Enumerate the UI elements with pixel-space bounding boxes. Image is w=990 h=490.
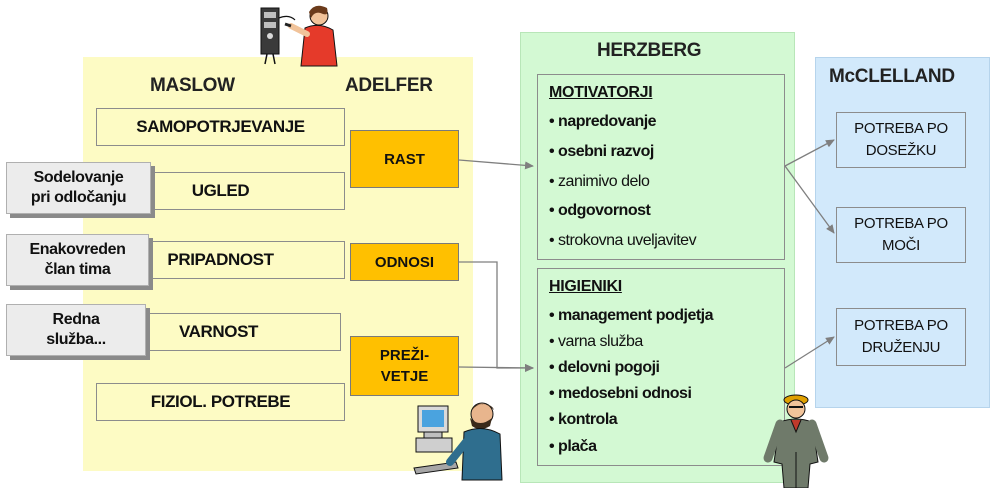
arrow-to-power xyxy=(784,165,835,234)
motivators-box xyxy=(537,74,785,260)
side-note-decision-participation: Sodelovanje pri odločanju xyxy=(6,162,151,214)
side-note-team-member: Enakovreden član tima xyxy=(6,234,149,286)
motivator-item: • osebni razvoj xyxy=(549,143,654,160)
motivator-item: • strokovna uveljavitev xyxy=(549,232,697,249)
side-note-line: pri odločanju xyxy=(30,189,127,206)
adelfer-relatedness-label: ODNOSI xyxy=(374,253,435,271)
side-note-regular-job: Redna služba... xyxy=(6,304,146,356)
adelfer-title: ADELFER xyxy=(345,75,433,96)
maslow-title: MASLOW xyxy=(150,75,235,96)
arrow-existence-to-hygiene xyxy=(458,363,534,372)
hygiene-item: • medosebni odnosi xyxy=(549,385,692,402)
need-label-line: POTREBA PO xyxy=(854,119,948,137)
side-note-line: Sodelovanje xyxy=(33,169,124,186)
side-note-line: član tima xyxy=(44,261,111,278)
adelfer-growth-label: RAST xyxy=(384,150,425,168)
need-for-power-box: POTREBA PO MOČI xyxy=(836,207,966,263)
hygiene-item: • management podjetja xyxy=(549,307,714,324)
herzberg-title: HERZBERG xyxy=(597,40,702,61)
hygiene-item: • plača xyxy=(549,438,597,455)
maslow-level-self-actualization: SAMOPOTRJEVANJE xyxy=(96,108,345,146)
motivator-item: • zanimivo delo xyxy=(549,173,650,190)
need-label-line: POTREBA PO xyxy=(854,316,948,334)
need-for-affiliation-box: POTREBA PO DRUŽENJU xyxy=(836,308,966,366)
computer-user-clipart xyxy=(413,402,503,481)
adelfer-relatedness-box: ODNOSI xyxy=(350,243,459,281)
mcclelland-title: McCLELLAND xyxy=(829,66,955,87)
adelfer-growth-box: RAST xyxy=(350,130,459,188)
arrow-relatedness-to-hygiene xyxy=(459,261,534,372)
arrow-to-affiliation xyxy=(784,336,835,369)
hygiene-item: • delovni pogoji xyxy=(549,359,660,376)
motivators-heading: MOTIVATORJI xyxy=(549,84,653,101)
side-note-line: služba... xyxy=(46,331,106,348)
need-label-line: MOČI xyxy=(882,237,920,254)
arrow-to-achievement xyxy=(784,139,835,167)
side-note-line: Enakovreden xyxy=(29,241,126,258)
adelfer-existence-label-line2: VETJE xyxy=(380,368,429,385)
arrow-growth-to-motivators xyxy=(458,159,534,170)
worker-clipart xyxy=(763,394,829,488)
hygiene-factors-box xyxy=(537,268,785,466)
hygiene-item: • kontrola xyxy=(549,411,618,428)
motivator-item: • odgovornost xyxy=(549,202,651,219)
maslow-level-physiological: FIZIOL. POTREBE xyxy=(96,383,345,421)
need-label-line: POTREBA PO xyxy=(854,214,948,232)
hygiene-item: • varna služba xyxy=(549,333,643,350)
adelfer-existence-label-line1: PREŽI- xyxy=(379,347,430,364)
need-label-line: DRUŽENJU xyxy=(861,339,941,356)
motivator-item: • napredovanje xyxy=(549,113,657,130)
side-note-line: Redna xyxy=(52,311,100,328)
technician-clipart xyxy=(260,5,338,67)
adelfer-existence-box: PREŽI- VETJE xyxy=(350,336,459,396)
need-label-line: DOSEŽKU xyxy=(865,142,937,159)
need-for-achievement-box: POTREBA PO DOSEŽKU xyxy=(836,112,966,168)
hygiene-heading: HIGIENIKI xyxy=(549,278,622,295)
